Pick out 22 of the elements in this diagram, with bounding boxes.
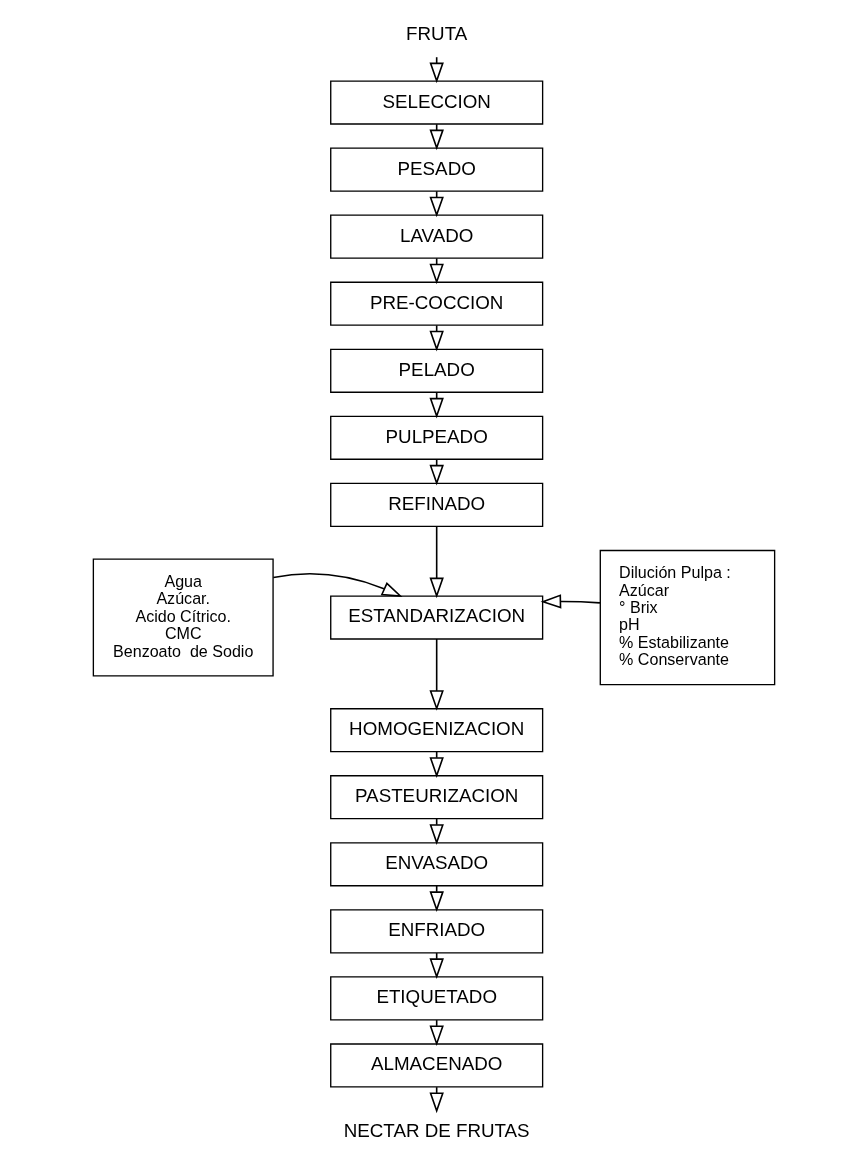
node-box: ALMACENADO	[330, 1043, 544, 1088]
node-text: FRUTA	[406, 23, 468, 45]
node-box: Agua Azúcar. Acido Cítrico. CMC Benzoato de Sodio	[92, 558, 274, 677]
arrow	[540, 594, 601, 609]
arrow	[429, 525, 444, 599]
arrow	[429, 638, 444, 711]
node-box: LAVADO	[330, 214, 544, 259]
node-text: NECTAR DE FRUTAS	[343, 1120, 530, 1142]
node-box: PRE-COCCION	[330, 281, 544, 326]
node-box: HOMOGENIZACION	[330, 708, 544, 753]
node-box: ETIQUETADO	[330, 976, 544, 1021]
node-box: PESADO	[330, 147, 544, 192]
node-box: SELECCION	[330, 80, 544, 125]
node-box: ENVASADO	[330, 842, 544, 887]
node-box: ESTANDARIZACION	[330, 595, 544, 640]
node-box: ENFRIADO	[330, 909, 544, 954]
arrow	[272, 572, 403, 597]
node-box: REFINADO	[330, 482, 544, 527]
node-box: Dilución Pulpa : Azúcar ° Brix pH % Estabilizante % Conservante	[599, 549, 776, 686]
node-box: PELADO	[330, 348, 544, 393]
node-box: PULPEADO	[330, 415, 544, 460]
node-box: PASTEURIZACION	[330, 775, 544, 820]
